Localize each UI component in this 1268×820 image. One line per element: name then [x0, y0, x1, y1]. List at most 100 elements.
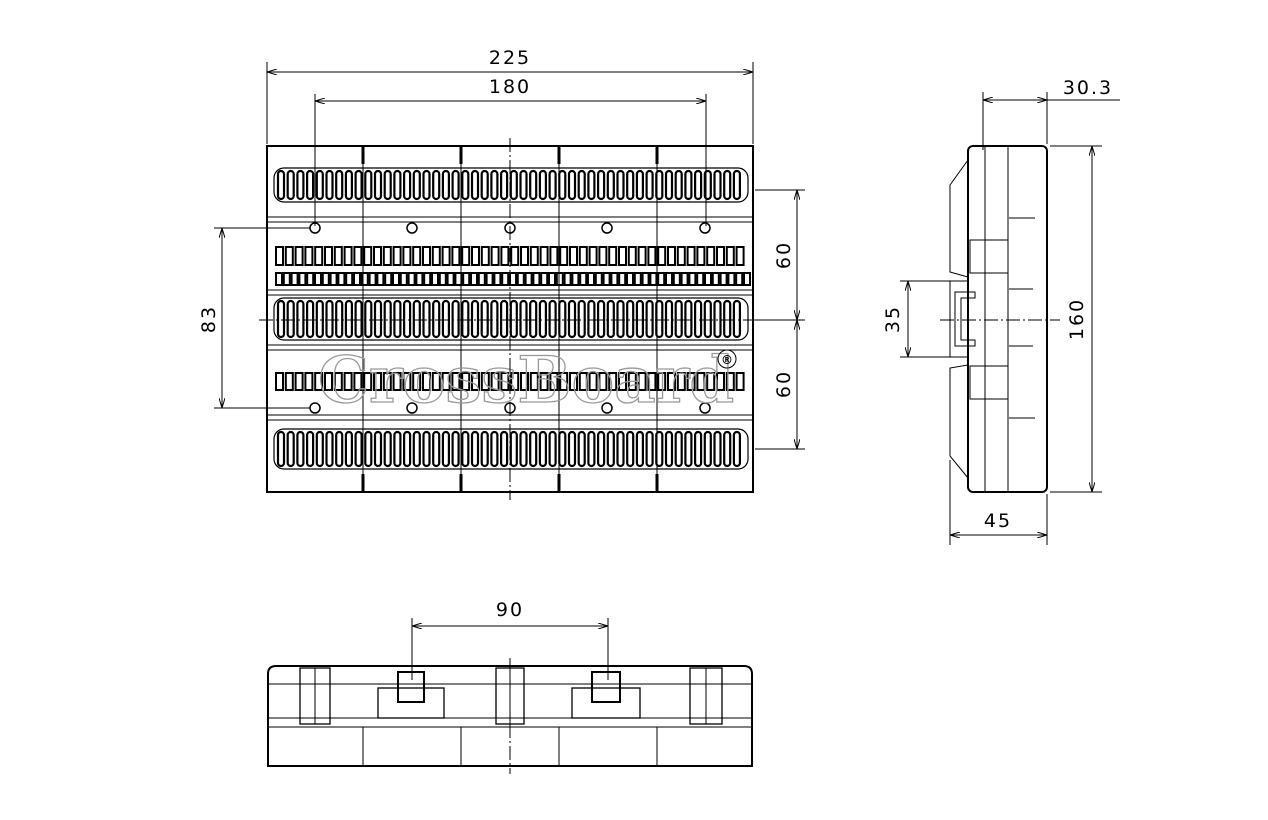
- terminal-cell: [294, 246, 304, 266]
- terminal-slot: [500, 299, 509, 339]
- terminal-cell: [392, 372, 402, 391]
- terminal-slot: [276, 169, 286, 201]
- terminal-slot: [626, 299, 635, 339]
- terminal-cell: [608, 372, 618, 391]
- terminal-cell: [501, 272, 510, 286]
- terminal-slot: [403, 169, 412, 201]
- terminal-slot: [306, 299, 315, 339]
- terminal-cell: [471, 246, 480, 266]
- terminal-cell: [571, 272, 580, 286]
- terminal-slot: [538, 169, 548, 201]
- terminal-slot: [577, 430, 586, 468]
- slot-row-outline: [273, 297, 749, 341]
- bottom-parts: [299, 667, 723, 766]
- terminal-cell: [735, 272, 744, 286]
- terminal-cell: [306, 272, 315, 286]
- terminal-slot: [703, 430, 712, 468]
- terminal-cell: [461, 372, 471, 391]
- terminal-cell: [647, 372, 657, 391]
- terminal-slot: [635, 169, 645, 201]
- terminal-cell: [524, 272, 533, 286]
- terminal-slot: [674, 169, 683, 201]
- terminal-cell: [382, 246, 392, 266]
- terminal-cell: [284, 246, 294, 266]
- terminal-slot: [296, 169, 305, 201]
- terminal-slot: [519, 169, 528, 201]
- terminal-slot: [315, 430, 324, 468]
- terminal-cell: [578, 372, 588, 391]
- terminal-cell: [588, 372, 598, 391]
- dim-83: 83: [198, 227, 310, 409]
- terminal-cell: [657, 372, 667, 391]
- terminal-slot: [587, 299, 596, 339]
- terminal-slot: [383, 169, 392, 201]
- terminal-cell: [284, 372, 294, 391]
- terminal-cell: [402, 246, 412, 266]
- terminal-cell: [431, 272, 439, 286]
- terminal-slot: [335, 169, 344, 201]
- dim-label-180: 180: [489, 76, 531, 98]
- terminal-cell: [539, 246, 549, 266]
- terminal-cell: [569, 246, 578, 266]
- terminal-cell: [633, 272, 642, 286]
- bottom-clip: [571, 687, 641, 719]
- terminal-cell: [462, 272, 471, 286]
- terminal-slot: [335, 430, 344, 468]
- terminal-cell: [676, 372, 686, 391]
- terminal-slot: [286, 169, 295, 201]
- terminal-cell: [716, 246, 725, 266]
- watermark: CrossBoard ®: [317, 342, 737, 419]
- terminal-cell: [696, 272, 705, 286]
- terminal-cell: [725, 372, 735, 391]
- terminal-slot: [470, 299, 480, 339]
- terminal-slot: [354, 169, 363, 201]
- terminal-cell: [363, 372, 373, 391]
- terminal-slot: [480, 430, 489, 468]
- mount-hole: [406, 402, 418, 414]
- terminal-cell: [431, 246, 441, 266]
- terminal-slot: [432, 430, 441, 468]
- terminal-slot: [354, 430, 363, 468]
- terminal-cell: [540, 272, 549, 286]
- terminal-cell: [345, 272, 354, 286]
- terminal-cell: [641, 272, 650, 286]
- terminal-slot: [432, 169, 441, 201]
- terminal-slot: [713, 430, 722, 468]
- terminal-cell: [360, 272, 369, 286]
- terminal-cell: [500, 246, 510, 266]
- terminal-cell: [559, 246, 569, 266]
- terminal-cell: [510, 372, 520, 391]
- terminal-cell: [516, 272, 525, 286]
- terminal-slot: [441, 169, 450, 201]
- terminal-slot: [412, 169, 421, 201]
- terminal-cell: [618, 372, 627, 391]
- terminal-slot: [422, 169, 431, 201]
- terminal-slot: [354, 299, 363, 339]
- terminal-cell: [298, 272, 307, 286]
- terminal-cell: [680, 272, 689, 286]
- terminal-cell: [608, 246, 618, 266]
- terminal-slot: [480, 299, 489, 339]
- terminal-cell: [727, 272, 736, 286]
- terminal-cell: [275, 272, 283, 286]
- terminal-slot: [558, 169, 567, 201]
- terminal-slot: [664, 169, 674, 201]
- terminal-slot: [325, 169, 334, 201]
- terminal-cell: [509, 272, 517, 286]
- dim-160: 160: [1050, 145, 1102, 493]
- mount-hole: [699, 222, 711, 234]
- terminal-cell: [485, 272, 494, 286]
- dim-label-90: 90: [496, 599, 524, 621]
- terminal-cell: [422, 372, 431, 391]
- terminal-cell: [548, 272, 556, 286]
- terminal-slot: [732, 430, 742, 468]
- dim-label-45: 45: [984, 510, 1012, 532]
- terminal-slot: [538, 430, 548, 468]
- terminal-cell: [441, 372, 451, 391]
- terminal-cell: [373, 246, 382, 266]
- dim-90: 90: [411, 599, 609, 680]
- terminal-slot: [684, 430, 693, 468]
- terminal-slot: [567, 430, 577, 468]
- terminal-cell: [743, 272, 751, 286]
- terminal-slot: [364, 430, 373, 468]
